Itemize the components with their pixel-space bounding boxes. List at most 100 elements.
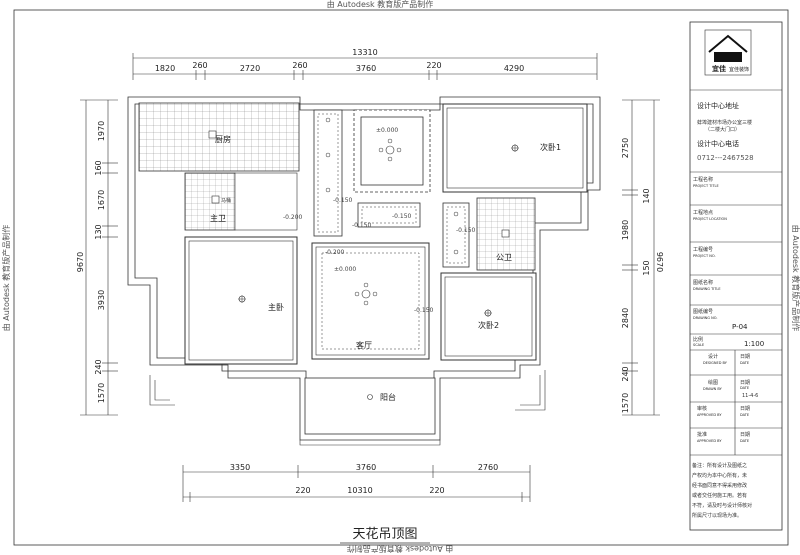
watermark-bottom: 由 Autodesk 教育版产品制作 (347, 544, 453, 554)
tb-drawn-date: 11-4-6 (742, 393, 758, 399)
level-hall-3: -0.150 (352, 222, 372, 229)
tb-field-scale-en: SCALE (693, 343, 704, 347)
tb-field-project-en: PROJECT TITLE (693, 184, 719, 188)
right-dimension-lines (622, 99, 660, 416)
dim-bottom-3: 2760 (478, 463, 498, 472)
room-label-main-bath: 主卫 (210, 213, 226, 223)
left-dimension-lines (80, 99, 118, 416)
level-living-1: -0.200 (325, 249, 345, 256)
master-bedroom-inner-frame (188, 240, 294, 361)
room-label-kitchen: 厨房 (215, 134, 231, 144)
room-label-balcony: 阳台 (380, 392, 396, 402)
level-living-2: ±0.000 (334, 266, 356, 273)
tb-field-drawno-cn: 图纸编号 (693, 308, 713, 315)
level-top-center: ±0.000 (376, 127, 398, 134)
bedroom2-ceiling (440, 272, 537, 361)
dim-left-5: 3930 (97, 290, 106, 310)
watermark-left: 由 Autodesk 教育版产品制作 (1, 225, 11, 331)
tb-field-no-en: PROJECT NO. (693, 254, 716, 258)
top-dimension-lines (132, 53, 598, 80)
tb-checked-date-cn: 日期 (740, 406, 750, 412)
living-room-dashed-frame (321, 252, 420, 350)
dim-right-7: 1570 (621, 393, 630, 413)
dim-right-1: 2750 (621, 138, 630, 158)
main-bath-area (234, 172, 298, 231)
logo-subtext: 宜佳装饰 (729, 66, 749, 73)
tb-approved-en: APPROVED BY (697, 439, 722, 443)
level-right-1: -0.150 (456, 227, 476, 234)
dim-top-3: 2720 (240, 64, 260, 73)
bath-wc-label: 马桶 (221, 197, 231, 204)
entry-pendant-light-icon (378, 138, 402, 162)
tb-scale-value: 1:100 (744, 340, 764, 348)
watermark-right: 由 Autodesk 教育版产品制作 (791, 225, 800, 331)
corridor-strip-left (313, 109, 343, 237)
dim-left-4: 130 (94, 224, 103, 239)
dim-bottom-left-220: 220 (295, 486, 310, 495)
tb-field-location-en: PROJECT LOCATION (693, 217, 727, 221)
tb-field-drawno-en: DRAWING NO. (693, 316, 717, 320)
room-label-bedroom1: 次卧1 (540, 142, 561, 152)
tb-drawing-number: P-04 (732, 323, 748, 331)
tb-phone-label: 设计中心电话 (697, 139, 739, 148)
kitchen-light-icon (208, 130, 217, 139)
tb-note-1: 备注：所有设计及图纸之 (692, 462, 747, 469)
entry-ceiling-frame (353, 109, 431, 193)
corridor-strip-right (442, 202, 470, 268)
tb-address-2: （二楼大门口） (705, 126, 740, 133)
tb-note-5: 不符，请及时与设计师核对 (692, 502, 752, 509)
tb-drawn-date-cn: 日期 (740, 380, 750, 386)
level-hall-2: -0.150 (392, 213, 412, 220)
dim-top-total: 13310 (352, 48, 377, 57)
entry-ceiling-inner (360, 116, 424, 186)
room-label-public-bath: 公卫 (496, 253, 512, 262)
tb-field-no-cn: 工程编号 (693, 246, 713, 253)
dim-left-total: 9670 (76, 252, 85, 272)
dim-left-2: 160 (94, 160, 103, 175)
dim-left-3: 1670 (97, 190, 106, 210)
tb-designed-cn: 设计 (708, 353, 718, 360)
tb-drawn-date-en: DATE (740, 386, 749, 390)
dim-top-5: 3760 (356, 64, 376, 73)
tb-phone: 0712---2467528 (697, 154, 754, 162)
dim-bottom-2: 3760 (356, 463, 376, 472)
dim-right-5: 2840 (621, 308, 630, 328)
tb-drawn-en: DRAWN BY (703, 387, 723, 391)
living-room-frame (315, 246, 426, 356)
dim-bottom-1: 3350 (230, 463, 250, 472)
dim-top-6: 220 (426, 61, 441, 70)
dim-right-6: 240 (621, 366, 630, 381)
tb-field-scale-cn: 比例 (693, 336, 703, 343)
watermark-top: 由 Autodesk 教育版产品制作 (327, 0, 433, 9)
dim-top-4: 260 (292, 61, 307, 70)
level-living-3: -0.150 (414, 307, 434, 314)
tb-note-3: 经书面同意不得采用修改 (692, 482, 747, 489)
tb-approved-cn: 批准 (697, 431, 707, 438)
logo-text: 宜佳 (712, 64, 726, 73)
tb-field-project-cn: 工程名称 (693, 176, 713, 183)
living-room-ceiling (311, 242, 430, 360)
room-label-master-bedroom: 主卧 (268, 302, 284, 312)
dim-left-6: 240 (94, 359, 103, 374)
dim-top-7: 4290 (504, 64, 524, 73)
title-block (689, 21, 783, 531)
tb-approved-date-en: DATE (740, 439, 749, 443)
dim-right-total: 9670 (655, 252, 664, 272)
balcony-ceiling (304, 377, 436, 435)
bath-fan-icon (211, 195, 220, 204)
tb-drawn-cn: 绘图 (708, 379, 718, 386)
bedroom1-frame (446, 107, 584, 189)
level-hall-1: -0.150 (333, 197, 353, 204)
tb-note-6: 所属尺寸以现场为准。 (692, 512, 742, 519)
tb-address-1: 蚌埠建材市场办公室三楼 (697, 119, 752, 126)
public-bath-fan-icon (501, 229, 510, 238)
sheet-border (13, 9, 789, 546)
tb-designed-date-en: DATE (740, 361, 749, 365)
tb-checked-en: APPROVED BY (697, 413, 722, 417)
company-logo: 宜佳 宜佳装饰 (704, 29, 752, 76)
level-bath: -0.200 (283, 214, 303, 221)
main-bath-tiled-ceiling (184, 172, 236, 231)
tb-designed-en: DESIGNED BY (703, 361, 728, 365)
bottom-dimension-lines (182, 465, 531, 502)
dim-right-2: 140 (642, 188, 651, 203)
